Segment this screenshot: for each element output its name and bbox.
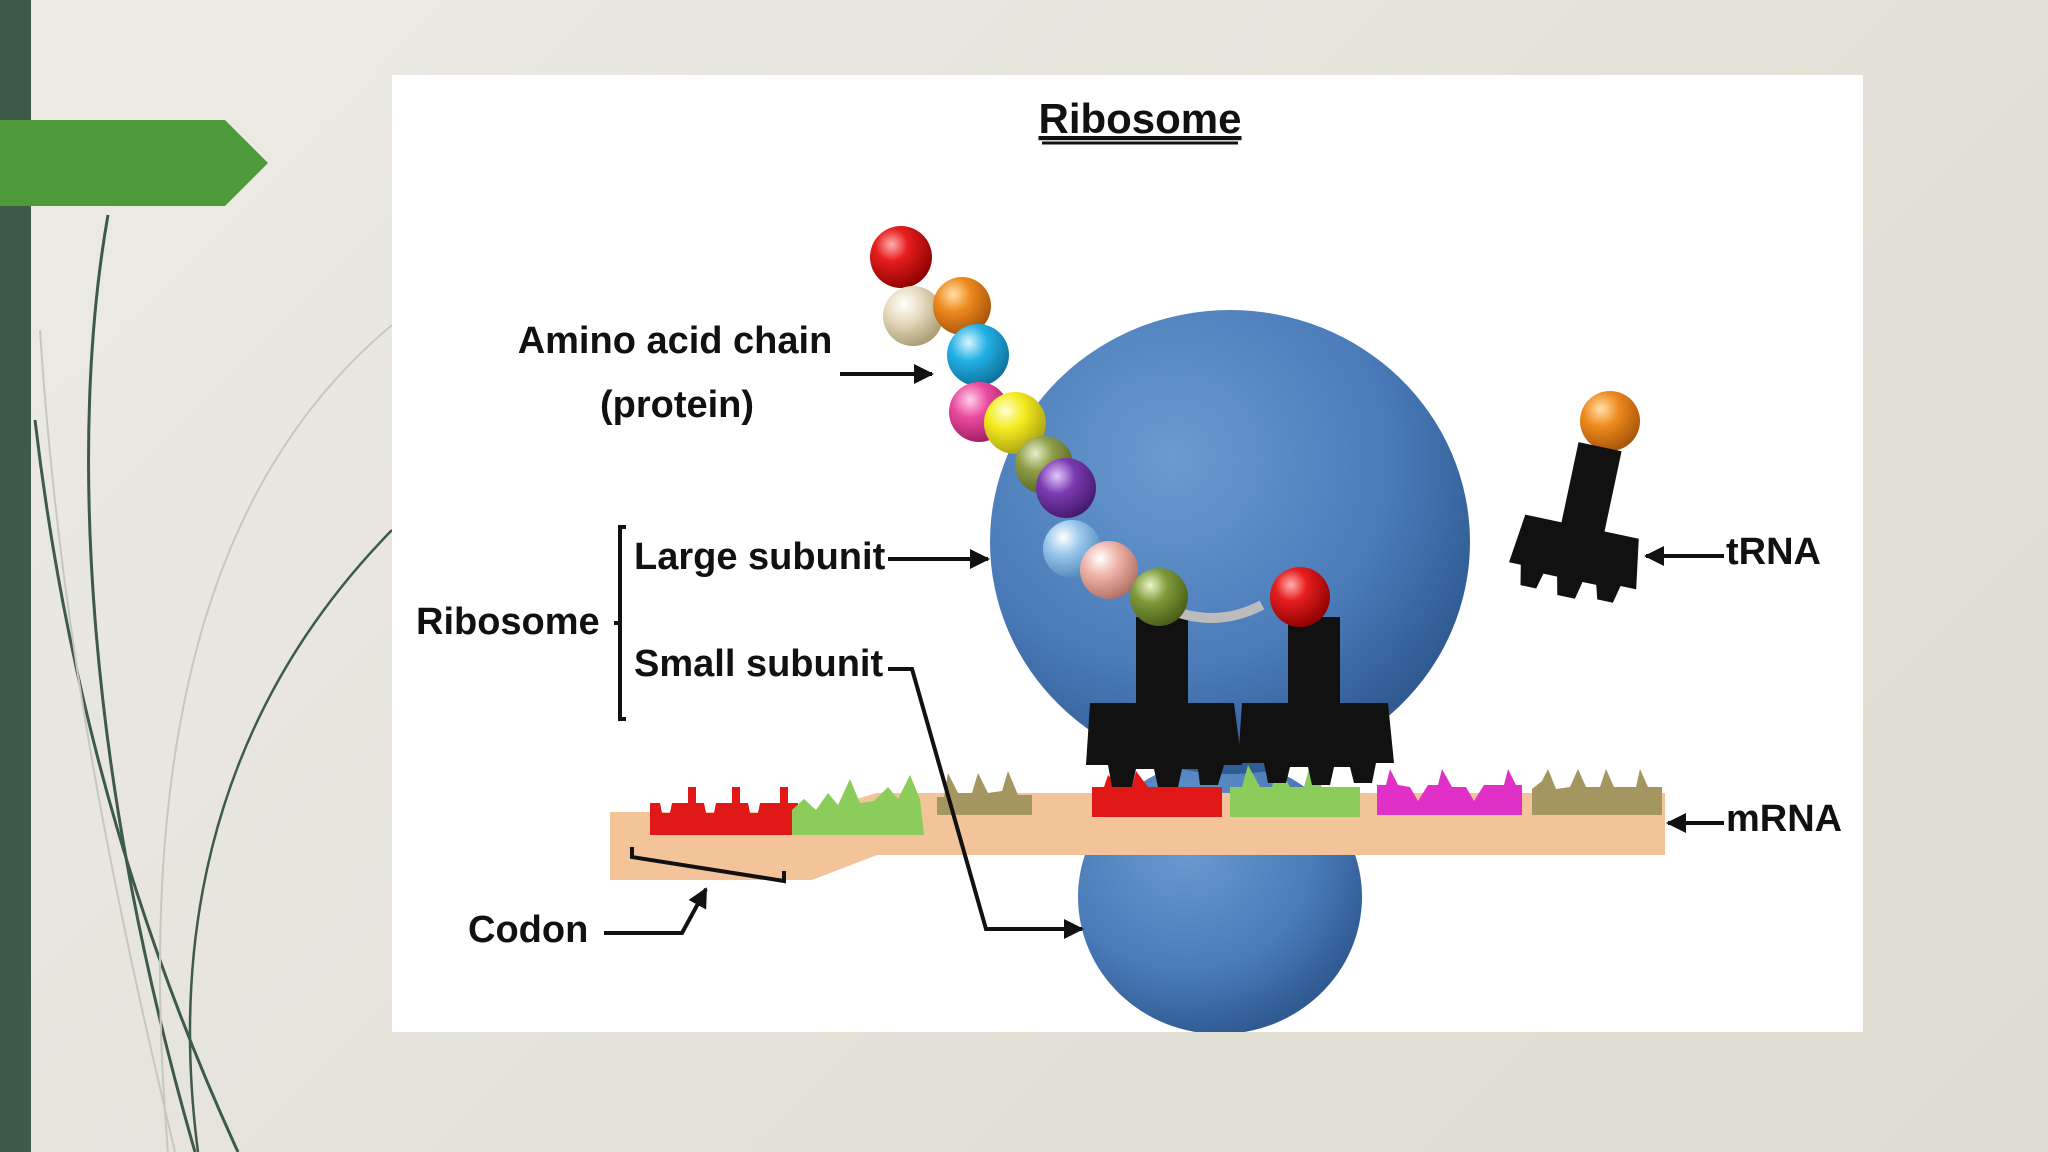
arrow-codon (604, 887, 708, 935)
codon-green-light (792, 775, 924, 835)
label-amino-acid-chain: Amino acid chain (518, 320, 833, 362)
amino-acid-a-site (1270, 567, 1330, 627)
label-large-subunit: Large subunit (634, 536, 886, 578)
codon-red-center (1092, 771, 1222, 817)
codon-olive-2 (1532, 769, 1662, 815)
label-protein: (protein) (600, 384, 754, 426)
green-title-tab (0, 120, 268, 206)
codon-bracket (630, 847, 786, 884)
free-trna (1509, 391, 1640, 603)
label-codon: Codon (468, 909, 588, 951)
ribosome-bracket (614, 525, 626, 721)
decorative-swooshes (33, 214, 393, 1152)
large-subunit-shape (990, 310, 1470, 774)
codon-olive-1 (937, 771, 1032, 815)
arrow-small-subunit (888, 667, 1084, 939)
trna-p-site (1086, 617, 1242, 787)
label-small-subunit: Small subunit (634, 643, 883, 685)
label-trna: tRNA (1726, 531, 1821, 573)
codon-red-left (650, 787, 798, 835)
codon-green-center (1230, 765, 1360, 817)
label-mrna: mRNA (1726, 798, 1842, 840)
codon-magenta (1377, 769, 1522, 815)
ribosome-diagram: Ribosome (392, 75, 1863, 1032)
label-ribosome: Ribosome (416, 601, 600, 643)
diagram-title: Ribosome (1038, 95, 1241, 142)
amino-acid-chain (870, 226, 1188, 626)
trna-a-site (1238, 617, 1394, 785)
